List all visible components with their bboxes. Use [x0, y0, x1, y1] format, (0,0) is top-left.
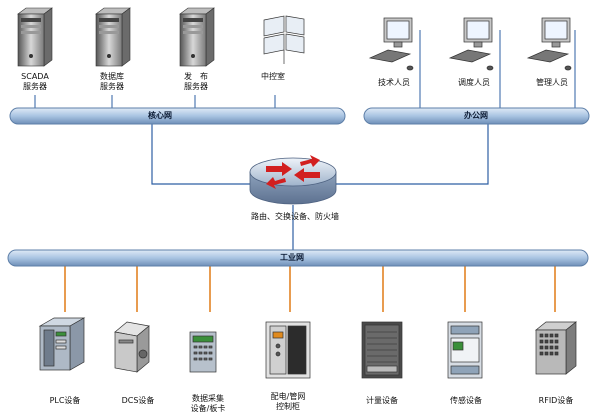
router-icon	[249, 155, 337, 205]
plc-icon	[38, 317, 86, 371]
scada-server-label: SCADA 服务器	[21, 72, 49, 91]
core-drop-links	[34, 95, 276, 108]
rfid-icon	[535, 321, 577, 375]
dispatch-staff-label: 调度人员	[458, 78, 490, 87]
management-staff-label: 管理人员	[536, 78, 568, 87]
rfid-label: RFID设备	[538, 396, 574, 405]
meter-label: 计量设备	[366, 396, 398, 405]
office-network-bus	[363, 107, 590, 125]
router-uplinks	[151, 124, 489, 250]
office-network-label: 办公网	[464, 111, 488, 120]
dcs-label: DCS设备	[121, 396, 155, 405]
publish-server-label: 发 布 服务器	[184, 72, 208, 91]
tech-staff-label: 技术人员	[378, 78, 410, 87]
control-cabinet-label: 配电/管网 控制柜	[270, 392, 306, 411]
database-server-icon	[95, 7, 131, 67]
field-drop-links	[64, 266, 556, 312]
database-server-label: 数据库 服务器	[100, 72, 124, 91]
control-cabinet-icon	[265, 321, 311, 379]
workstation-icon-management	[526, 17, 572, 71]
control-room-label: 中控室	[261, 72, 285, 81]
workstation-icon-dispatch	[448, 17, 494, 71]
industrial-network-label: 工业网	[280, 253, 304, 262]
industrial-network-bus	[7, 249, 589, 267]
meter-icon	[361, 321, 403, 379]
publish-server-icon	[179, 7, 215, 67]
daq-card-icon	[189, 331, 217, 373]
core-network-label: 核心网	[148, 111, 172, 120]
dcs-icon	[114, 321, 150, 373]
sensor-icon	[447, 321, 483, 379]
core-network-bus	[9, 107, 346, 125]
scada-server-icon	[17, 7, 53, 67]
plc-label: PLC设备	[49, 396, 81, 405]
sensor-label: 传感设备	[450, 396, 482, 405]
video-wall-icon	[263, 15, 305, 64]
router-label: 路由、交换设备、防火墙	[251, 212, 339, 221]
workstation-icon-tech	[368, 17, 414, 71]
office-drop-links	[419, 30, 576, 108]
daq-label: 数据采集 设备/板卡	[190, 394, 226, 413]
